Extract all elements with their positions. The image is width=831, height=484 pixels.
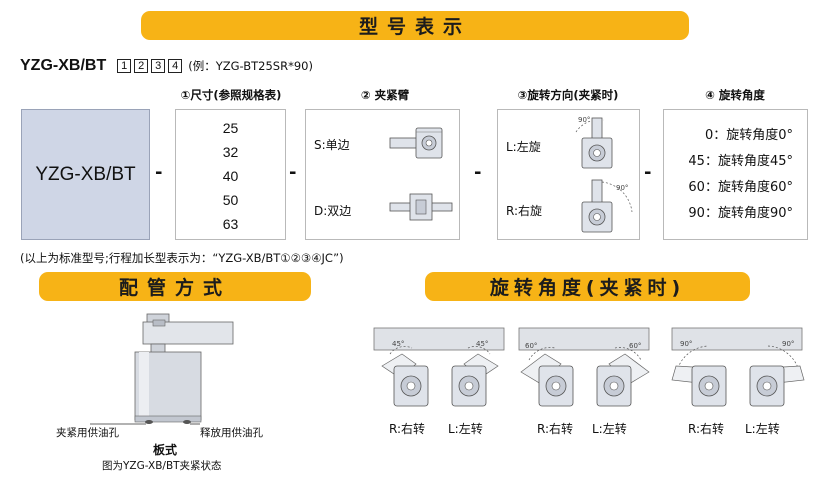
size-options-box: 25 32 40 50 63 xyxy=(175,109,286,240)
left-rotation-drawing: 90° xyxy=(575,116,613,169)
rotation-label-right: R:右转 xyxy=(688,422,725,436)
rotation-label-right: R:右转 xyxy=(537,422,574,436)
rotation-label-left: L:左转 xyxy=(592,422,627,436)
right-rotation-angle: 90° xyxy=(616,184,628,192)
port-leader-lines xyxy=(90,423,200,425)
angle-90-left-mark: 90° xyxy=(680,340,692,348)
model-base-box: YZG-XB/BT xyxy=(21,109,150,240)
rotation-drawing-60: 60° 60° xyxy=(518,327,650,407)
rotation-drawing-90: 90° 90° xyxy=(671,327,805,407)
model-code-title: YZG-XB/BT xyxy=(20,57,107,74)
size-value: 40 xyxy=(222,168,239,184)
rotation-drawing-45: 45° 45° xyxy=(373,327,505,407)
rotation-label-right: R:右转 xyxy=(389,422,426,436)
left-rotation-angle: 90° xyxy=(578,116,590,124)
direction-right-label: R:右旋 xyxy=(506,204,543,218)
single-arm-drawing xyxy=(389,127,443,159)
arm-double-label: D:双边 xyxy=(314,204,352,218)
angle-60-right-mark: 60° xyxy=(629,342,641,350)
option-number-boxes: 1 2 3 4 xyxy=(114,59,183,73)
direction-left-label: L:左旋 xyxy=(506,140,541,154)
separator-dash: - xyxy=(644,162,652,183)
option-box-3: 3 xyxy=(151,59,166,73)
option-box-4: 4 xyxy=(168,59,183,73)
separator-dash: - xyxy=(289,162,297,183)
size-value: 63 xyxy=(222,216,239,232)
option-box-1: 1 xyxy=(117,59,132,73)
header-arm: ② 夹紧臂 xyxy=(360,88,410,102)
section-banner-rotation-angle: 旋转角度(夹紧时) xyxy=(425,272,750,301)
plate-type-label: 板式 xyxy=(153,443,178,457)
rotation-label-left: L:左转 xyxy=(448,422,483,436)
double-arm-drawing xyxy=(389,193,453,221)
separator-dash: - xyxy=(474,162,482,183)
right-rotation-drawing: 90° xyxy=(581,179,633,233)
angle-45-right-mark: 45° xyxy=(476,340,488,348)
model-code-line: YZG-XB/BT 1 2 3 4 (例：YZG-BT25SR*90) xyxy=(20,57,313,75)
angle-option: 60：旋转角度60° xyxy=(688,180,793,195)
clamp-port-label: 夹紧用供油孔 xyxy=(56,427,119,439)
section-banner-piping: 配管方式 xyxy=(39,272,311,301)
angle-option: 90：旋转角度90° xyxy=(688,206,793,221)
angle-option: 0：旋转角度0° xyxy=(704,128,793,143)
angle-option: 45：旋转角度45° xyxy=(688,154,793,169)
arm-options-box: S:单边 D:双边 xyxy=(305,109,460,240)
header-angle: ④ 旋转角度 xyxy=(705,88,765,102)
size-value: 50 xyxy=(222,192,239,208)
standard-model-note: (以上为标准型号;行程加长型表示为：“YZG-XB/BT①②③④JC”) xyxy=(20,251,344,265)
angle-options-box: 0：旋转角度0° 45：旋转角度45° 60：旋转角度60° 90：旋转角度90… xyxy=(663,109,808,240)
angle-45-left-mark: 45° xyxy=(392,340,404,348)
section-banner-model-designation: 型号表示 xyxy=(141,11,689,40)
header-size: ①尺寸(参照规格表) xyxy=(180,88,282,102)
angle-90-right-mark: 90° xyxy=(782,340,794,348)
angle-60-left-mark: 60° xyxy=(525,342,537,350)
size-value: 25 xyxy=(222,120,239,136)
model-example: (例：YZG-BT25SR*90) xyxy=(188,59,313,73)
header-direction: ③旋转方向(夹紧时) xyxy=(517,88,619,102)
piping-caption: 图为YZG-XB/BT夹紧状态 xyxy=(102,460,222,472)
release-port-label: 释放用供油孔 xyxy=(200,427,263,439)
piping-cylinder-drawing xyxy=(134,313,234,424)
rotation-label-left: L:左转 xyxy=(745,422,780,436)
size-value: 32 xyxy=(222,144,239,160)
direction-options-box: L:左旋 R:右旋 90° 90° xyxy=(497,109,640,240)
arm-single-label: S:单边 xyxy=(314,138,350,152)
option-box-2: 2 xyxy=(134,59,149,73)
separator-dash: - xyxy=(155,162,163,183)
